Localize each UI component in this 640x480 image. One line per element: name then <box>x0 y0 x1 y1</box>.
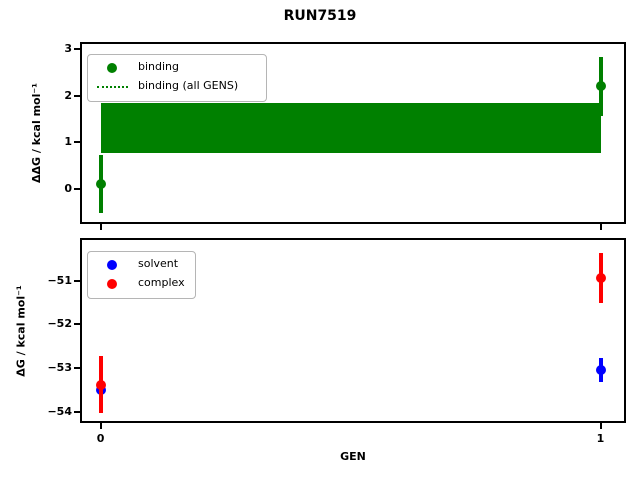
x-tick-mark <box>99 423 102 429</box>
binding-legend-marker-icon <box>107 63 117 73</box>
x-tick-mark <box>599 423 602 429</box>
y-tick-label: −52 <box>47 317 72 331</box>
legend-item-label: complex <box>138 276 185 289</box>
y-axis-label: ΔG / kcal mol⁻¹ <box>14 284 27 377</box>
y-tick-label: 1 <box>64 135 72 149</box>
y-tick-label: 2 <box>64 88 72 102</box>
x-tick-mark <box>599 224 602 230</box>
y-tick-mark <box>74 48 80 51</box>
legend-item: complex <box>94 275 189 294</box>
y-tick-label: 0 <box>64 181 72 195</box>
complex-data-point-marker <box>95 379 106 390</box>
binding-data-point-marker <box>595 81 606 92</box>
y-tick-label: −53 <box>47 360 72 374</box>
legend-item: solvent <box>94 256 189 275</box>
legend: binding binding (all GENS) <box>87 54 267 102</box>
complex-legend-marker-icon <box>107 279 117 289</box>
legend-item-label: binding (all GENS) <box>138 79 239 92</box>
legend-item-label: solvent <box>138 257 179 270</box>
x-tick-label: 0 <box>96 432 105 445</box>
y-tick-label: −51 <box>47 273 72 287</box>
figure-title: RUN7519 <box>283 8 357 24</box>
solvent-data-point-marker <box>595 365 606 376</box>
binding (all GENS)-legend-dotted-line-icon <box>97 86 128 88</box>
y-tick-mark <box>74 279 80 282</box>
y-tick-label: −54 <box>47 404 72 418</box>
dg-solvent-complex-plot: −51 −52 −53 −54 0 1 ΔG / kcal mol⁻¹ GEN solvent c… <box>14 238 626 463</box>
legend-item: binding (all GENS) <box>94 78 260 97</box>
error-band <box>100 102 601 153</box>
y-tick-mark <box>74 94 80 97</box>
solvent-legend-marker-icon <box>107 260 117 270</box>
y-tick-mark <box>74 141 80 144</box>
ddg-binding-plot: 3 2 1 0 ΔΔG / kcal mol⁻¹ binding binding (all … <box>30 42 626 230</box>
complex-data-point-marker <box>595 272 606 283</box>
x-axis-label: GEN <box>340 450 366 463</box>
y-tick-mark <box>74 323 80 326</box>
legend-item-label: binding <box>138 60 180 73</box>
x-tick-mark <box>99 224 102 230</box>
y-tick-label: 3 <box>64 42 72 56</box>
binding-data-point-marker <box>95 179 106 190</box>
y-tick-mark <box>74 366 80 369</box>
legend-item: binding <box>94 59 260 78</box>
legend: solvent complex <box>87 251 196 299</box>
y-axis-label: ΔΔG / kcal mol⁻¹ <box>30 83 43 184</box>
x-tick-label: 1 <box>596 432 605 445</box>
y-tick-mark <box>74 187 80 190</box>
y-tick-mark <box>74 410 80 413</box>
